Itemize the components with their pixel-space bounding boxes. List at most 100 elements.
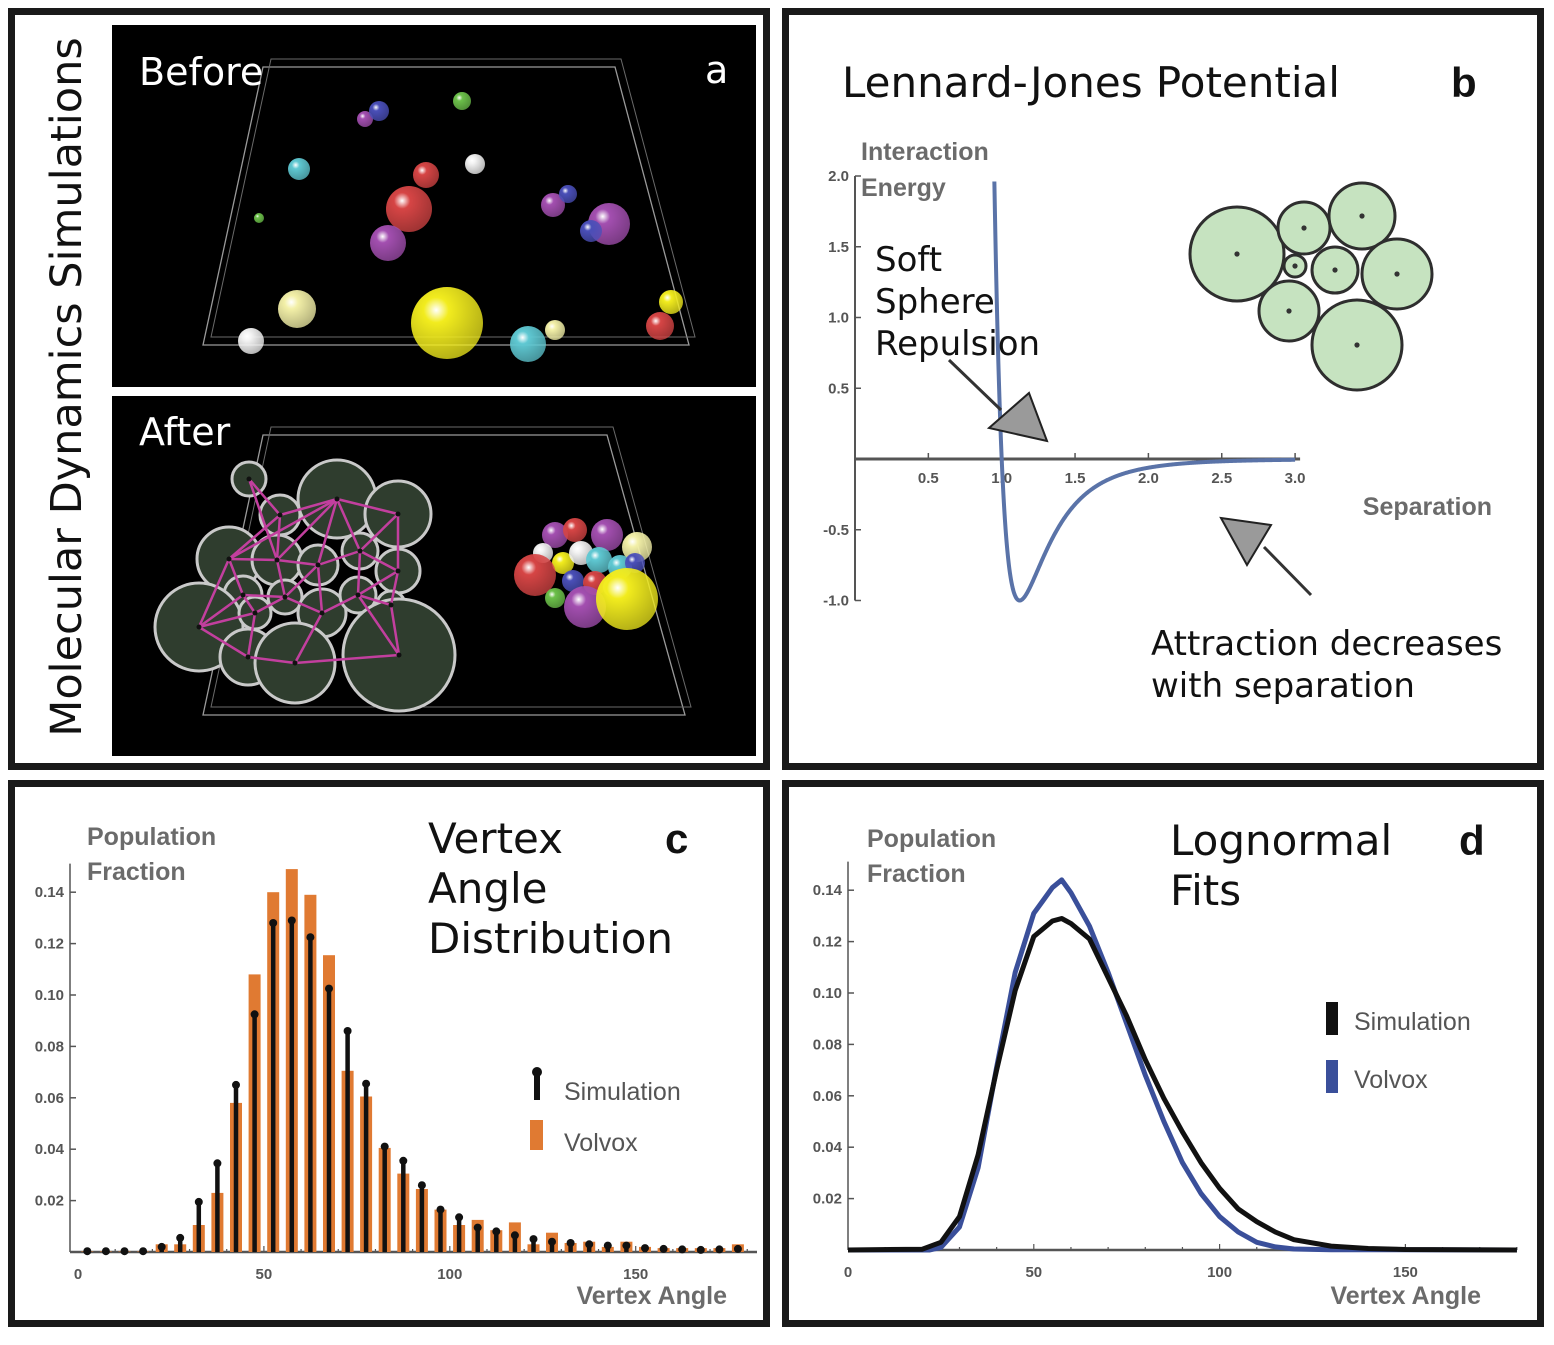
simulation-point xyxy=(492,1227,501,1236)
sphere xyxy=(542,522,568,548)
sphere xyxy=(559,185,577,203)
simulation-point xyxy=(380,1142,389,1151)
sphere xyxy=(625,553,645,573)
simulation-point xyxy=(101,1247,110,1256)
sphere xyxy=(596,568,658,630)
lj-ytick-label: -1.0 xyxy=(823,593,849,610)
hist-xtick-label: 100 xyxy=(437,1266,462,1283)
legend-simulation-c: Simulation xyxy=(564,1078,681,1106)
packed-circles xyxy=(1188,181,1434,392)
cell-edge xyxy=(359,513,399,552)
cell-cluster xyxy=(153,458,457,713)
sphere xyxy=(563,518,587,542)
lj-xtick-label: 0.5 xyxy=(918,470,939,487)
simulation-point xyxy=(232,1080,240,1089)
cell-edge xyxy=(279,497,338,517)
cell-edge xyxy=(228,557,278,562)
simulation-point xyxy=(157,1242,166,1251)
cell-edge xyxy=(227,558,245,596)
lj-xtick-label: 2.5 xyxy=(1211,470,1232,487)
sphere xyxy=(288,158,310,180)
cell-node xyxy=(388,602,394,608)
attraction-line-2: with separation xyxy=(1151,666,1415,706)
fit-xtick-label: 150 xyxy=(1393,1264,1418,1281)
cell-node xyxy=(292,660,298,666)
lj-ytick-label: -0.5 xyxy=(823,522,849,539)
attraction-arrow xyxy=(1219,516,1313,597)
cell-edge xyxy=(241,594,257,614)
fit-legend: Simulation Volvox xyxy=(1326,1002,1471,1094)
simulation-point xyxy=(733,1244,742,1253)
hist-ytick-label: 0.06 xyxy=(35,1090,64,1107)
fit-ylabel-1: Population xyxy=(867,825,996,853)
sphere xyxy=(453,92,471,110)
panel-letter-a: a xyxy=(705,48,728,92)
cell-edge xyxy=(321,593,359,615)
repulsion-line-2: Sphere xyxy=(875,282,995,322)
simulation-point xyxy=(213,1159,222,1168)
cell-edge xyxy=(356,550,362,596)
simulation-point xyxy=(696,1245,705,1254)
cell-edge xyxy=(316,564,324,614)
simulation-point xyxy=(473,1223,482,1232)
fit-xtick-label: 50 xyxy=(1025,1264,1042,1281)
sphere xyxy=(514,554,556,596)
lj-ytick-label: 0.5 xyxy=(828,380,849,397)
hist-ytick-label: 0.14 xyxy=(35,884,65,901)
cell-edge xyxy=(247,655,296,665)
lj-ytick-label: 1.0 xyxy=(828,310,849,327)
simulation-point xyxy=(566,1239,575,1247)
hist-bars xyxy=(81,869,744,1256)
cell-edge xyxy=(254,595,286,615)
simulation-point xyxy=(455,1213,464,1222)
packed-circle-center xyxy=(1394,271,1400,277)
simulation-point xyxy=(83,1247,92,1256)
sphere xyxy=(254,213,264,223)
hist-ytick-label: 0.12 xyxy=(35,936,64,953)
cell-node xyxy=(252,610,258,616)
cell-edge xyxy=(275,559,287,598)
repulsion-arrow xyxy=(947,358,1049,443)
cell-edge xyxy=(275,514,282,561)
fit-xlabel: Vertex Angle xyxy=(1330,1282,1481,1310)
cell-node xyxy=(282,594,288,600)
packed-circle-center xyxy=(1354,342,1360,348)
simulation-point xyxy=(120,1247,129,1256)
cell-edge xyxy=(389,604,401,656)
sphere xyxy=(370,225,406,261)
cell-edge xyxy=(284,595,323,615)
packed-circle-center xyxy=(1359,213,1365,219)
lj-attraction-note: Attraction decreases with separation xyxy=(1151,516,1502,706)
sphere xyxy=(510,326,546,362)
fit-ylabel-2: Fraction xyxy=(867,860,966,888)
cell-edge xyxy=(335,498,362,552)
lj-xtick-label: 3.0 xyxy=(1285,470,1306,487)
cell-edge xyxy=(284,564,319,598)
simulation-point xyxy=(269,919,278,927)
fit-ytick-label: 0.06 xyxy=(813,1088,842,1105)
sphere xyxy=(411,287,483,359)
hist-ytick-label: 0.04 xyxy=(35,1141,65,1158)
cell-edge xyxy=(246,612,257,658)
hist-xtick-label: 150 xyxy=(623,1266,648,1283)
lj-curve xyxy=(992,181,1296,603)
simulation-point xyxy=(659,1244,668,1253)
simulation-point xyxy=(436,1205,445,1214)
cell-edge xyxy=(357,593,392,607)
packed-circle-center xyxy=(1301,225,1307,231)
lj-xlabel: Separation xyxy=(1363,493,1492,521)
cell-edge xyxy=(248,478,281,516)
sphere-cluster xyxy=(514,518,658,630)
sphere xyxy=(369,101,389,121)
cell-edge xyxy=(228,497,338,561)
sphere xyxy=(586,547,612,573)
fit-lines xyxy=(847,877,1517,1253)
cell-edge xyxy=(276,558,319,567)
panel-d-title-2: Fits xyxy=(1170,866,1241,915)
fit-ytick-label: 0.14 xyxy=(813,882,843,899)
cell-edge xyxy=(197,558,231,628)
lj-ylabel-1: Interaction xyxy=(861,138,989,166)
hist-legend: Simulation Volvox xyxy=(530,1067,681,1157)
sphere xyxy=(646,312,674,340)
